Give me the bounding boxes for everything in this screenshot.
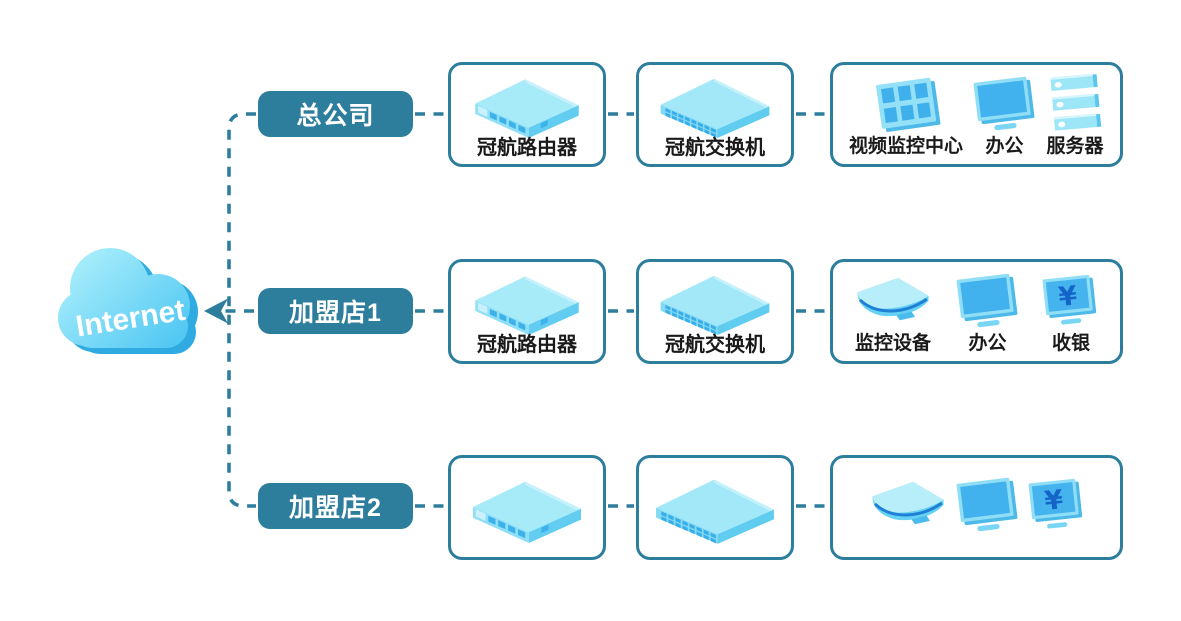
office-monitor-icon: [969, 74, 1041, 136]
switch-icon: [649, 469, 781, 544]
server-rack-icon: [1046, 69, 1104, 136]
device-video-wall: 视频监控中心: [849, 69, 963, 157]
cash-register-icon: [1024, 476, 1090, 537]
switch-icon: [649, 266, 781, 335]
device-server-rack: 服务器: [1046, 69, 1104, 157]
internet-branch-bracket: [227, 112, 256, 508]
device-office-monitor: 办公: [969, 69, 1041, 157]
router-icon: [464, 471, 590, 543]
router-icon: [464, 69, 590, 138]
office-monitor-icon: [952, 475, 1024, 537]
device-label: 监控设备: [854, 333, 931, 354]
surveillance-camera-icon: [849, 272, 937, 333]
switch-label: 冠航交换机: [665, 334, 765, 356]
branch-badge-store1: 加盟店1: [258, 288, 413, 334]
store1-router-card: 冠航路由器: [448, 259, 606, 364]
store1-devices-card: 监控设备 办公 收银: [830, 259, 1123, 364]
hq-devices-card: 视频监控中心 办公 服务器: [830, 62, 1123, 167]
store2-devices-card: [830, 455, 1123, 560]
device-label: 办公: [985, 136, 1024, 157]
router-icon: [464, 266, 590, 335]
surveillance-camera-icon: [864, 476, 952, 537]
switch-icon: [649, 69, 781, 138]
video-wall-icon: [866, 69, 946, 136]
device-surveillance-camera: 监控设备: [849, 266, 937, 354]
hq-router-card: 冠航路由器: [448, 62, 606, 167]
cloud-body: [58, 248, 190, 348]
device-cash-register: 收银: [1038, 266, 1104, 354]
device-office-monitor: 办公: [952, 266, 1024, 354]
router-label: 冠航路由器: [477, 334, 577, 356]
router-label: 冠航路由器: [477, 137, 577, 159]
device-office-monitor: [952, 462, 1024, 550]
device-label: 服务器: [1046, 136, 1104, 157]
store1-switch-card: 冠航交换机: [636, 259, 794, 364]
store2-switch-card: [636, 455, 794, 560]
branch-badge-hq: 总公司: [258, 91, 413, 137]
hq-switch-card: 冠航交换机: [636, 62, 794, 167]
store2-router-card: [448, 455, 606, 560]
device-label: 收银: [1051, 333, 1090, 354]
switch-label: 冠航交换机: [665, 137, 765, 159]
device-label: 办公: [968, 333, 1007, 354]
internet-cloud: Internet: [58, 248, 198, 354]
office-monitor-icon: [952, 271, 1024, 333]
device-cash-register: [1024, 462, 1090, 550]
cash-register-icon: [1038, 272, 1104, 333]
device-label: 视频监控中心: [849, 136, 964, 157]
device-surveillance-camera: [864, 462, 952, 550]
branch-badge-store2: 加盟店2: [258, 483, 413, 529]
